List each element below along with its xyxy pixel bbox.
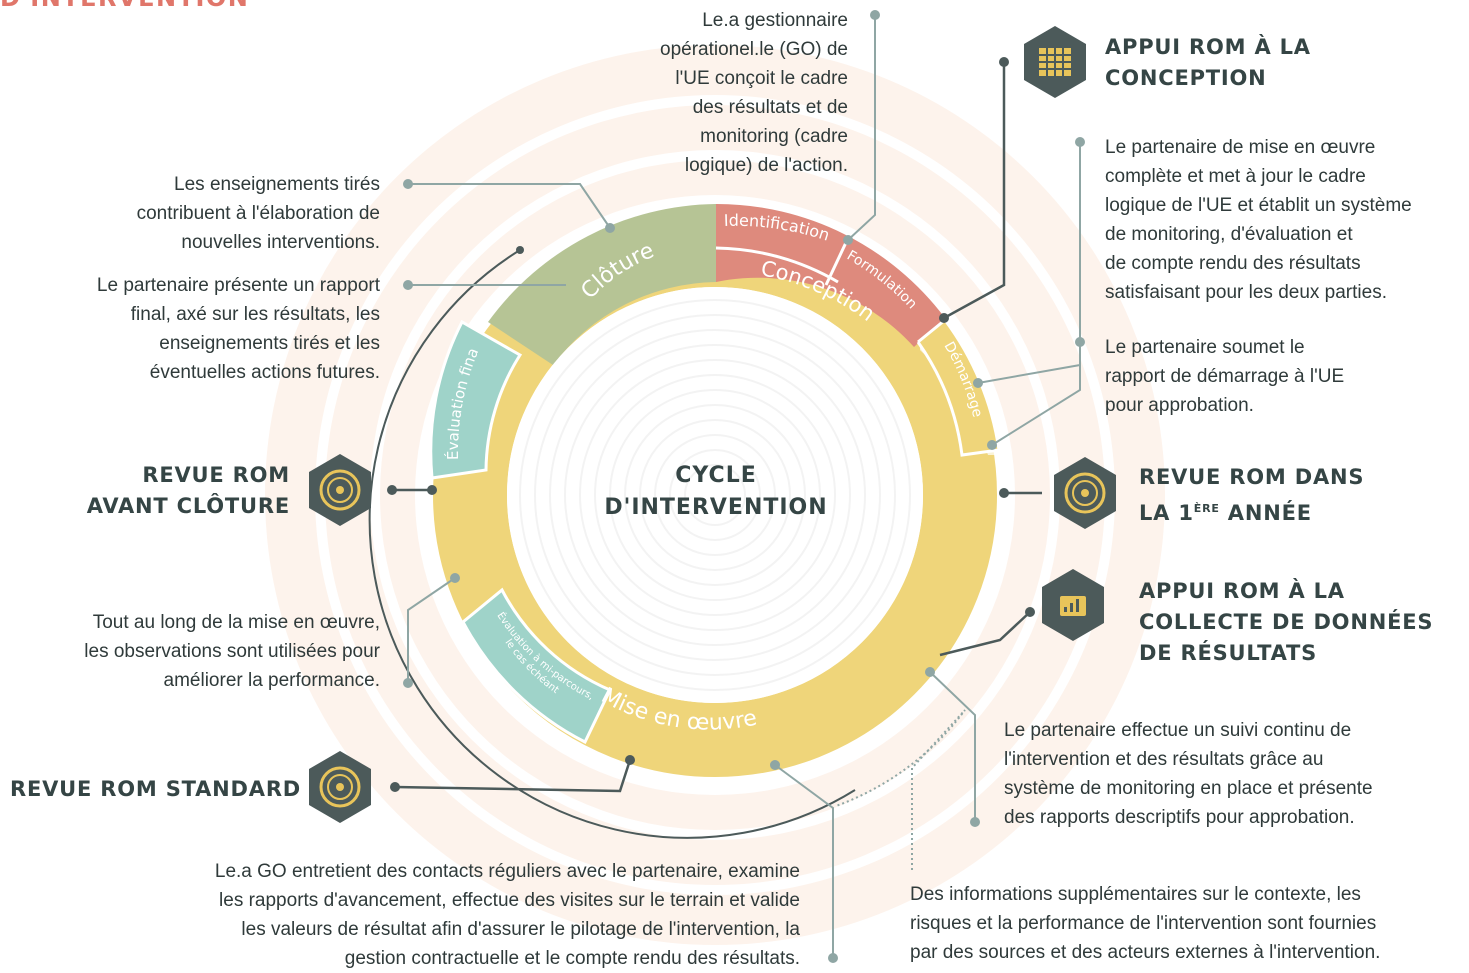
text-go-contacts: Le.a GO entretient des contacts régulier… [80,857,800,973]
text-line: les valeurs de résultat afin d'assurer l… [241,919,800,940]
text-line: système de monitoring en place et présen… [1004,778,1373,799]
text-line: logique) de l'action. [684,155,848,176]
text-infos-supplementaires: Des informations supplémentaires sur le … [910,880,1466,967]
text-observations: Tout au long de la mise en œuvre, les ob… [20,608,380,695]
text-line: de compte rendu des résultats [1105,253,1361,274]
text-line: Le partenaire effectue un suivi continu … [1004,720,1352,741]
heading-line: LA 1ÈRE ANNÉE [1139,493,1364,529]
text-line: pour approbation. [1105,395,1254,416]
center-title-line1: CYCLE [675,463,757,488]
text-line: améliorer la performance. [163,670,380,691]
heading-superscript: ÈRE [1193,502,1220,515]
text-line: complète et met à jour le cadre [1105,166,1366,187]
text-line: nouvelles interventions. [181,232,380,253]
text-line: risques et la performance de l'intervent… [910,913,1377,934]
text-line: Le.a gestionnaire [702,10,848,31]
text-line: Les enseignements tirés [174,174,380,195]
heading-line: APPUI ROM À LA [1139,579,1345,603]
segment-evaluation-mi-parcours [461,587,613,745]
text-line: final, axé sur les résultats, les [130,304,380,325]
text-line: par des sources et des acteurs externes … [910,942,1381,963]
heading-line: AVANT CLÔTURE [86,494,290,518]
center-title: CYCLE D'INTERVENTION [566,460,866,524]
text-line: Le partenaire de mise en œuvre [1105,137,1376,158]
text-line: gestion contractuelle et le compte rendu… [344,948,800,969]
review-cycle-icon [1054,457,1116,529]
heading-part: LA 1 [1139,501,1194,525]
grid-icon [1024,26,1086,98]
heading-appui-collecte: APPUI ROM À LA COLLECTE DE DONNÉES DE RÉ… [1139,576,1433,669]
text-partenaire-cadre: Le partenaire de mise en œuvre complète … [1105,133,1465,307]
heading-appui-conception: APPUI ROM À LA CONCEPTION [1105,32,1311,94]
text-line: des résultats et de [692,97,848,118]
segment-demarrage-outline [916,317,1001,457]
inner-rings [519,299,911,691]
center-title-line2: D'INTERVENTION [604,495,828,520]
text-line: l'intervention et des résultats grâce au [1004,749,1324,770]
text-line: enseignements tirés et les [159,333,380,354]
icon-connector-dots [387,57,1035,792]
text-line: Le partenaire soumet le [1105,337,1305,358]
text-line: satisfaisant pour les deux parties. [1105,282,1387,303]
text-line: éventuelles actions futures. [149,362,380,383]
text-rapport-demarrage: Le partenaire soumet le rapport de démar… [1105,333,1405,420]
text-line: de monitoring, d'évaluation et [1105,224,1353,245]
segment-cloture [488,204,716,365]
heading-line: REVUE ROM [142,463,290,487]
text-line: Tout au long de la mise en œuvre, [92,612,380,633]
review-cycle-icon [309,751,371,823]
dotted-connector [835,709,966,870]
heading-line: COLLECTE DE DONNÉES [1139,610,1434,634]
heading-line: REVUE ROM DANS [1139,465,1365,489]
page-title-fragment: D'INTERVENTION [0,0,249,12]
heading-line: DE RÉSULTATS [1139,641,1318,665]
text-line: Le partenaire présente un rapport [96,275,380,296]
segment-divider [715,246,839,284]
connector-lines [407,15,1081,958]
heading-line: CONCEPTION [1105,66,1267,90]
heading-revue-avant-cloture: REVUE ROM AVANT CLÔTURE [60,460,290,522]
heading-revue-standard: REVUE ROM STANDARD [10,777,302,801]
heading-revue-1ere-annee: REVUE ROM DANS LA 1ÈRE ANNÉE [1139,462,1364,529]
text-line: logique de l'UE et établit un système [1105,195,1412,216]
segment-evaluation-finale [429,319,523,480]
text-line: l'UE conçoit le cadre [675,68,848,89]
text-line: Le.a GO entretient des contacts régulier… [214,861,800,882]
text-suivi-continu: Le partenaire effectue un suivi continu … [1004,716,1464,832]
text-line: rapport de démarrage à l'UE [1105,366,1345,387]
text-enseignements: Les enseignements tirés contribuent à l'… [40,170,380,257]
text-line: les rapports d'avancement, effectue des … [219,890,800,911]
text-line: Des informations supplémentaires sur le … [910,884,1361,905]
review-cycle-icon [309,454,371,526]
text-line: contribuent à l'élaboration de [136,203,380,224]
bar-chart-icon [1042,569,1104,641]
text-line: opérationel.le (GO) de [660,39,848,60]
icon-connectors [392,62,1042,793]
text-go-conception: Le.a gestionnaire opérationel.le (GO) de… [560,6,848,180]
text-line: les observations sont utilisées pour [84,641,380,662]
text-line: des rapports descriptifs pour approbatio… [1004,807,1355,828]
text-rapport-final: Le partenaire présente un rapport final,… [20,271,380,387]
cycle-arc-end-dot [516,246,524,254]
heading-line: APPUI ROM À LA [1105,35,1311,59]
cycle-outer-arc [368,249,856,839]
text-line: monitoring (cadre [700,126,848,147]
heading-part: ANNÉE [1219,501,1312,525]
connector-dots [403,10,1085,963]
